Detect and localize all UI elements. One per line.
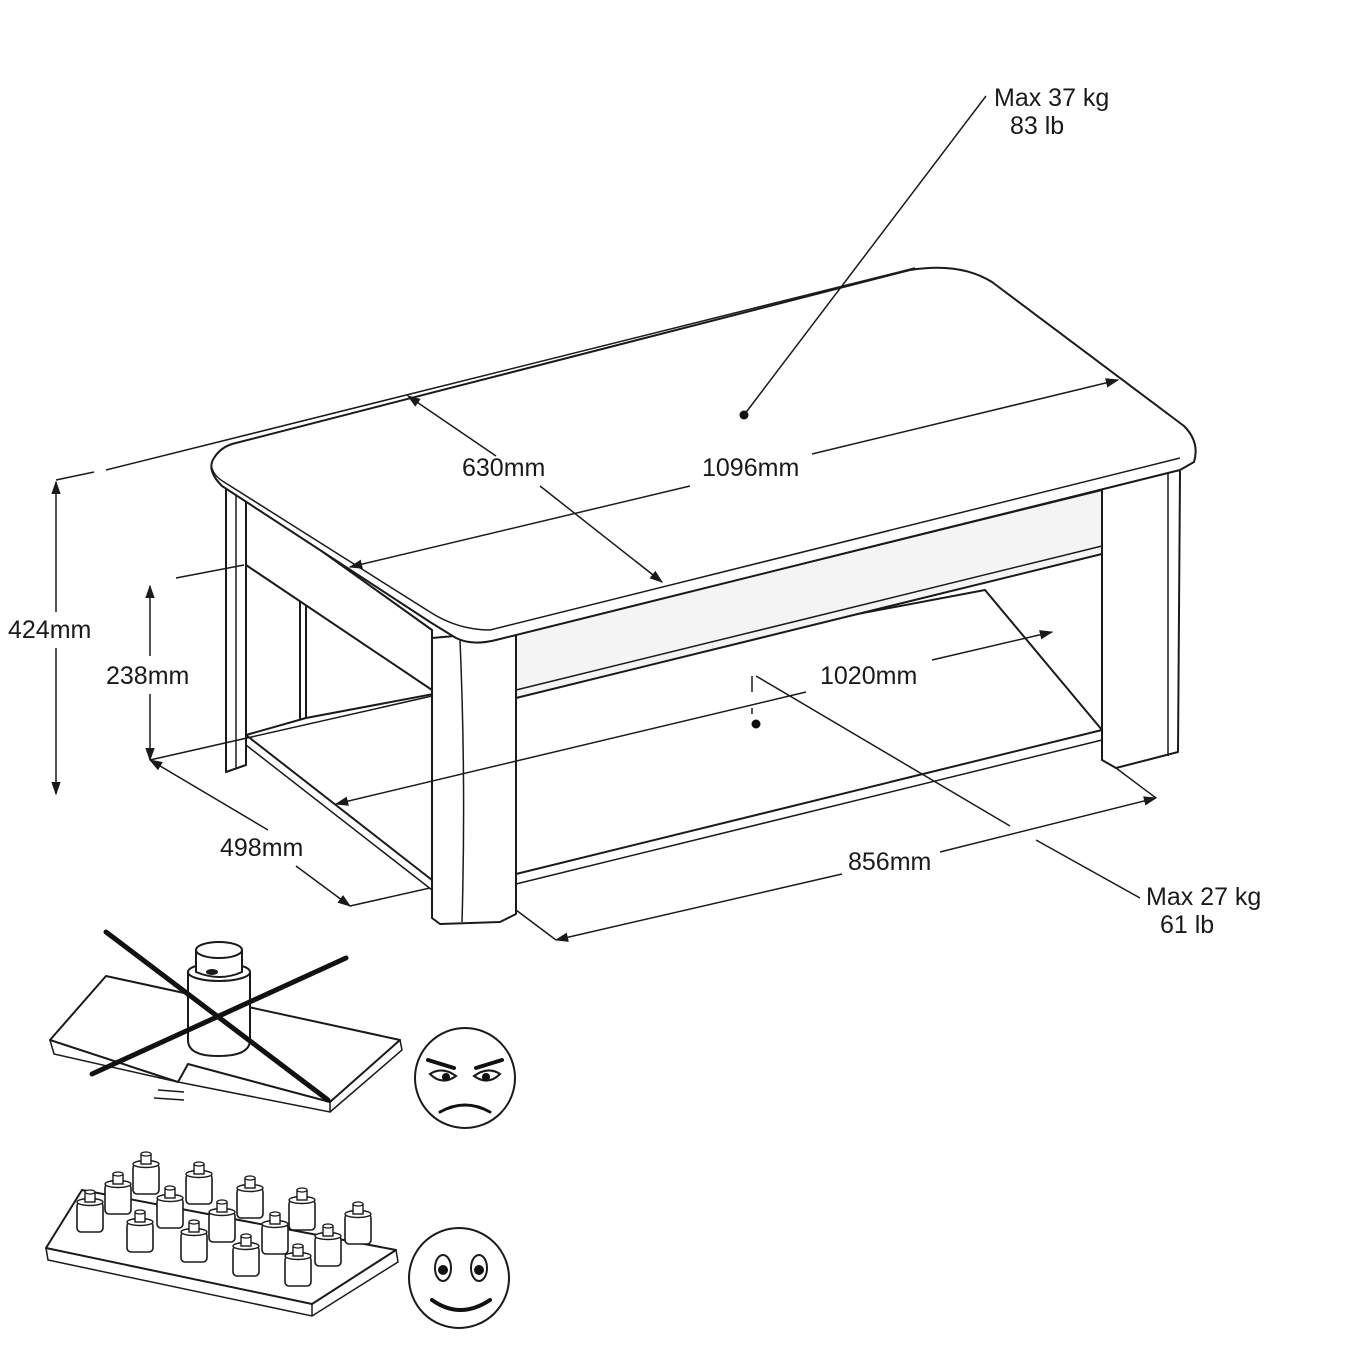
small-weight-icon [185, 1161, 213, 1205]
small-weight-icon [236, 1175, 264, 1219]
angry-face-icon [414, 1027, 516, 1129]
small-weight-icon [132, 1151, 160, 1195]
small-weight-icon [104, 1171, 132, 1215]
dim-top-width: 1096mm [702, 454, 799, 482]
happy-face-icon [408, 1227, 510, 1329]
dim-base-width: 856mm [848, 848, 931, 876]
load-shelf-lb: 61 lb [1160, 911, 1214, 939]
wrong-load-example [49, 929, 403, 1113]
table-top [210, 266, 1197, 644]
dim-height: 424mm [8, 616, 91, 644]
small-weight-icon [208, 1199, 236, 1243]
load-shelf-kg: Max 27 kg [1146, 883, 1261, 911]
dim-shelf-height: 238mm [106, 662, 189, 690]
small-weight-icon [288, 1187, 316, 1231]
small-weight-icon [344, 1201, 372, 1245]
small-weight-icon [156, 1185, 184, 1229]
dim-inner-width: 1020mm [820, 662, 917, 690]
correct-load-example [45, 1151, 399, 1317]
load-top-lb: 83 lb [1010, 112, 1064, 140]
small-weight-icon [261, 1211, 289, 1255]
load-top-kg: Max 37 kg [994, 84, 1109, 112]
coffee-table-drawing [210, 266, 1197, 925]
dim-shelf-depth: 498mm [220, 834, 303, 862]
back-inner-leg [299, 597, 307, 721]
dim-top-depth: 630mm [462, 454, 545, 482]
small-weight-icon [314, 1223, 342, 1267]
dimension-lines [51, 95, 1158, 942]
